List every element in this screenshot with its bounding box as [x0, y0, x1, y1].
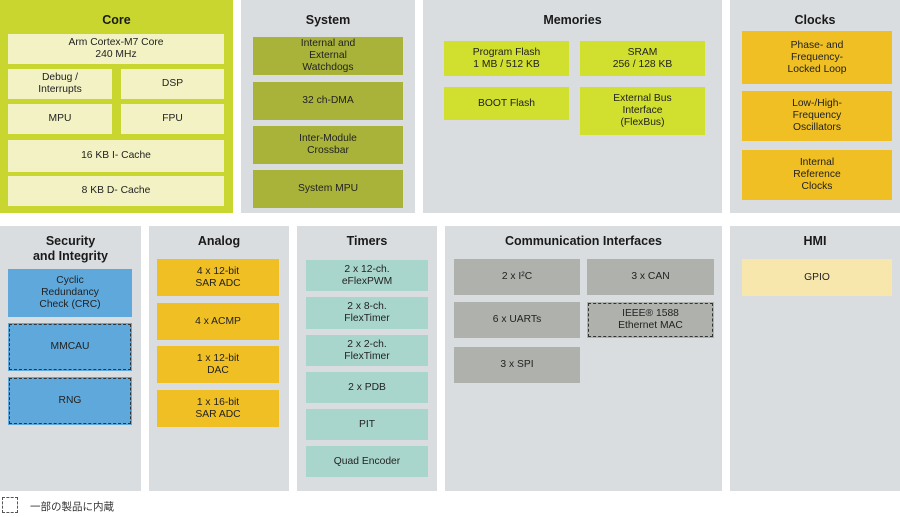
analog-adc16-block: 1 x 16-bit SAR ADC: [157, 390, 279, 427]
comm-spi-block: 3 x SPI: [454, 347, 580, 383]
system-crossbar-block: Inter-Module Crossbar: [253, 126, 403, 164]
security-panel: Security and Integrity Cyclic Redundancy…: [0, 226, 141, 491]
timers-flextimer8-block: 2 x 8-ch. FlexTimer: [306, 297, 428, 329]
core-title: Core: [102, 13, 131, 27]
security-title: Security and Integrity: [32, 234, 108, 263]
memories-program-flash-block: Program Flash 1 MB / 512 KB: [444, 41, 569, 76]
comm-uarts-block: 6 x UARTs: [454, 302, 580, 338]
timers-flextimer2-block: 2 x 2-ch. FlexTimer: [306, 335, 428, 366]
core-mpu-block: MPU: [8, 104, 112, 134]
timers-eflexpwm-block: 2 x 12-ch. eFlexPWM: [306, 260, 428, 291]
security-mmcau-block: MMCAU: [8, 323, 132, 371]
hmi-title: HMI: [803, 234, 827, 248]
core-fpu-block: FPU: [121, 104, 224, 134]
security-crc-block: Cyclic Redundancy Check (CRC): [8, 269, 132, 317]
comm-i2c-block: 2 x I²C: [454, 259, 580, 295]
legend-dashed-swatch: [2, 497, 18, 513]
memories-flexbus-block: External Bus Interface (FlexBus): [580, 87, 705, 135]
analog-dac-block: 1 x 12-bit DAC: [157, 346, 279, 383]
analog-acmp-block: 4 x ACMP: [157, 303, 279, 340]
comm-panel: Communication Interfaces 2 x I²C 3 x CAN…: [445, 226, 722, 491]
core-dsp-block: DSP: [121, 69, 224, 99]
timers-quad-encoder-block: Quad Encoder: [306, 446, 428, 477]
clocks-panel: Clocks Phase- and Frequency- Locked Loop…: [730, 0, 900, 213]
analog-title: Analog: [197, 234, 241, 248]
hmi-panel: HMI GPIO: [730, 226, 900, 491]
timers-pit-block: PIT: [306, 409, 428, 440]
core-debug-block: Debug / Interrupts: [8, 69, 112, 99]
clocks-title: Clocks: [794, 13, 836, 27]
system-title: System: [305, 13, 351, 27]
analog-adc12-block: 4 x 12-bit SAR ADC: [157, 259, 279, 296]
core-dcache-block: 8 KB D- Cache: [8, 176, 224, 206]
core-cpu-block: Arm Cortex-M7 Core 240 MHz: [8, 34, 224, 64]
memories-sram-block: SRAM 256 / 128 KB: [580, 41, 705, 76]
hmi-gpio-block: GPIO: [742, 259, 892, 296]
system-mpu-block: System MPU: [253, 170, 403, 208]
analog-panel: Analog 4 x 12-bit SAR ADC 4 x ACMP 1 x 1…: [149, 226, 289, 491]
system-watchdogs-block: Internal and External Watchdogs: [253, 37, 403, 75]
timers-title: Timers: [346, 234, 388, 248]
memories-panel: Memories Program Flash 1 MB / 512 KB SRA…: [423, 0, 722, 213]
clocks-reference-block: Internal Reference Clocks: [742, 150, 892, 200]
system-panel: System Internal and External Watchdogs 3…: [241, 0, 415, 213]
timers-panel: Timers 2 x 12-ch. eFlexPWM 2 x 8-ch. Fle…: [297, 226, 437, 491]
legend-text: 一部の製品に内蔵: [30, 501, 114, 513]
clocks-oscillators-block: Low-/High- Frequency Oscillators: [742, 91, 892, 141]
core-panel: Core Arm Cortex-M7 Core 240 MHz Debug / …: [0, 0, 233, 213]
comm-ethernet-block: IEEE® 1588 Ethernet MAC: [587, 302, 714, 338]
core-icache-block: 16 KB I- Cache: [8, 140, 224, 172]
memories-title: Memories: [543, 13, 602, 27]
comm-can-block: 3 x CAN: [587, 259, 714, 295]
comm-title: Communication Interfaces: [505, 234, 662, 248]
security-rng-block: RNG: [8, 377, 132, 425]
system-dma-block: 32 ch-DMA: [253, 82, 403, 120]
timers-pdb-block: 2 x PDB: [306, 372, 428, 403]
memories-boot-flash-block: BOOT Flash: [444, 87, 569, 120]
clocks-pll-block: Phase- and Frequency- Locked Loop: [742, 31, 892, 84]
